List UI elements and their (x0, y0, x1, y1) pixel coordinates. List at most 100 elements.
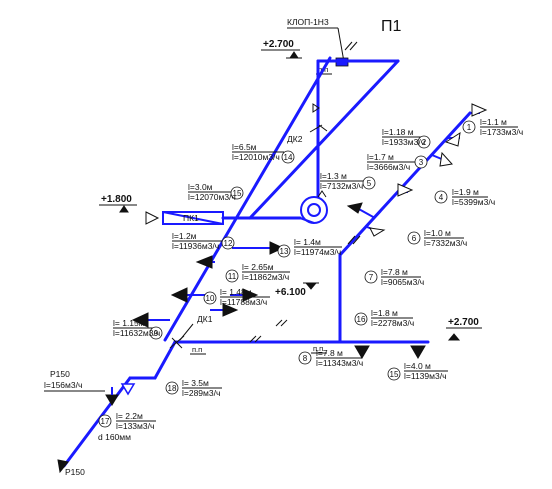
pk1-diag (162, 211, 224, 225)
hatch-b2 (254, 335, 262, 343)
segment-length: l= 1.15м (113, 318, 145, 328)
floor-pass-label-3: п.п (192, 345, 202, 354)
duct-right-branch (338, 111, 472, 257)
outlet-12-icon (195, 255, 213, 269)
segment-number: 1 (467, 123, 472, 132)
segment-length: l=1.0 м (424, 228, 451, 238)
outlet-4-icon (397, 183, 414, 197)
segment-flow: l=1733м3/ч (480, 127, 523, 137)
segment-number: 5 (367, 179, 372, 188)
duct-diagonal-top (248, 59, 400, 220)
segment-number: 8 (303, 354, 308, 363)
hatch-b4 (280, 319, 288, 327)
segment-flow: l=11343м3/ч (316, 358, 363, 368)
duct-main-diagonal (163, 56, 332, 342)
segment-length: l=3.0м (188, 182, 213, 192)
segment-number-circle (230, 186, 244, 200)
outlet-1-icon (471, 103, 488, 117)
wall-hatch-3 (347, 235, 356, 245)
p150a-label: Р150 (50, 369, 70, 379)
segment-number: 13 (280, 247, 289, 256)
segment-length: l= 1.48м (220, 287, 252, 297)
segment-length: l=1.18 м (382, 127, 414, 137)
dk1-damper-icon (169, 335, 185, 349)
segment-length: l=1.8 м (371, 308, 398, 318)
level-mid: +6.100 (275, 287, 306, 298)
segment-number-circle (434, 190, 448, 204)
outlet-6-icon (369, 227, 386, 237)
wall-hatch-4 (352, 235, 361, 245)
outlet-2-icon (444, 131, 461, 147)
segment-number-circle (98, 414, 112, 428)
segment-callout-1: 1 l=1.1 мl=1733м3/ч (462, 117, 523, 137)
dk1-damper-icon-b (171, 337, 183, 349)
segment-number-circle (407, 231, 421, 245)
fan-arrow-icon (317, 190, 327, 198)
segment-length: l= 1.4м (294, 237, 321, 247)
segment-number-circle (225, 269, 239, 283)
segment-number: 15 (233, 189, 242, 198)
segment-callout-2: 2l=1.18 мl=1933м3/ч (382, 127, 431, 149)
segment-number: 18 (168, 384, 177, 393)
segment-length: l=7.8 м (316, 348, 343, 358)
segment-length: l=6.5м (232, 142, 257, 152)
segment-length: l=4.0 м (404, 361, 431, 371)
segment-number: 3 (419, 158, 424, 167)
segment-number: 12 (224, 239, 233, 248)
segment-number-circle (387, 367, 401, 381)
level-left: +1.800 (101, 194, 132, 205)
segment-number-circle (298, 351, 312, 365)
segment-callout-3: 3l=1.7 мl=3666м3/ч (367, 152, 428, 172)
level-mid-marker-icon (304, 282, 318, 290)
segment-number: 11 (228, 272, 237, 281)
segment-flow: l=11788м3/ч (220, 297, 267, 307)
segment-number-circle (203, 291, 217, 305)
segment-callout-5: 5l=1.3 мl=7132м3/ч (320, 171, 376, 191)
segment-number-circle (354, 312, 368, 326)
segment-callout-17: 17l= 2.2мl=133м3/ч (98, 411, 156, 431)
arrow-up-icon (312, 103, 320, 113)
segment-number: 16 (357, 315, 366, 324)
segment-number: 4 (439, 193, 444, 202)
segment-flow: l=1933м3/ч (382, 137, 425, 147)
outlet-10-icon (170, 287, 188, 303)
outlet-p150b-icon (57, 459, 69, 474)
fan-icon (299, 196, 328, 224)
segment-number-circle (165, 381, 179, 395)
segment-flow: l=12070м3/ч (188, 192, 236, 202)
segment-callout-8: 8 l=7.8 мl=11343м3/ч (298, 348, 363, 368)
segment-number-circle (414, 155, 428, 169)
segment-length: l=1.9 м (452, 187, 479, 197)
level-marker-icon (289, 51, 299, 59)
duct-lower-diag-1 (153, 340, 177, 380)
pk1-label: ПК1 (183, 213, 199, 223)
segment-number-circle (277, 244, 291, 258)
segment-flow: l=11936м3/ч (172, 241, 219, 251)
outlet-bottom-1-icon (354, 345, 370, 359)
segment-flow: l=289м3/ч (182, 388, 220, 398)
p150b-label: Р150 (65, 467, 85, 477)
segment-callout-13: 13l= 1.4мl=11974м3/ч (277, 237, 342, 258)
segment-length: l=1.1 м (480, 117, 507, 127)
segment-length: l=7.8 м (381, 267, 408, 277)
d160-label: d 160мм (98, 432, 131, 442)
segment-flow: l=11862м3/ч (242, 272, 289, 282)
segment-number-circle (149, 326, 163, 340)
outlet-p150a-icon (105, 394, 119, 406)
outlet-11-icon (242, 288, 259, 302)
segment-number: 6 (412, 234, 417, 243)
dk2-damper-icon-b (318, 124, 328, 132)
segment-callout-6: 6l=1.0 мl=7332м3/ч (407, 228, 467, 248)
segment-length: l=1.2м (172, 231, 197, 241)
segment-number-circle (281, 150, 295, 164)
dk2-label: ДК2 (287, 134, 303, 144)
level-top: +2.700 (263, 39, 294, 50)
segment-flow: l=3666м3/ч (367, 162, 410, 172)
segment-number-circle (364, 270, 378, 284)
outlet-5-icon (346, 202, 363, 214)
hatch-b3 (275, 319, 283, 327)
segment-flow: l=11632м3/ч (113, 328, 160, 338)
